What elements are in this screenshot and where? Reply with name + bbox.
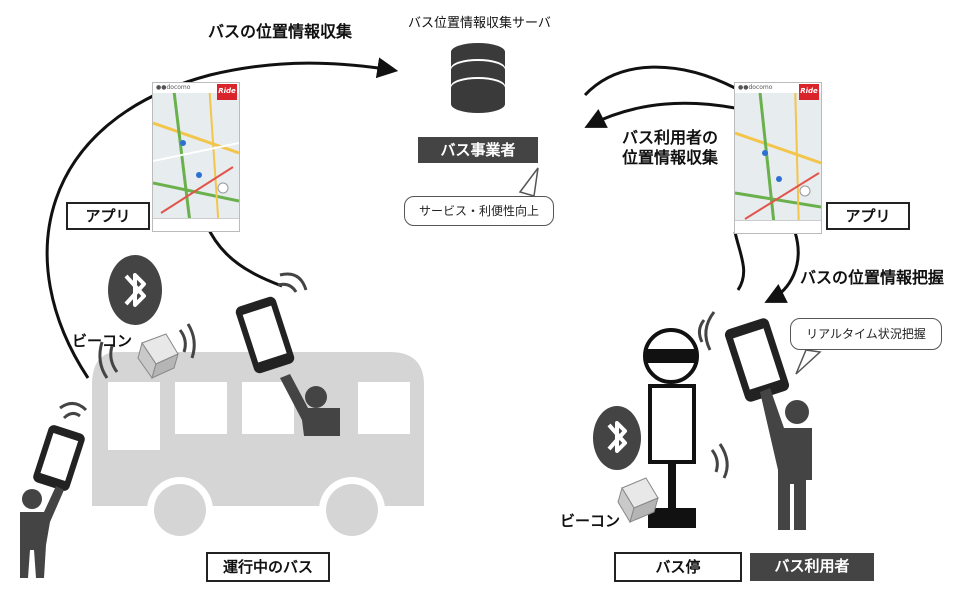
bus-stop-icon	[643, 328, 699, 528]
flow-label-user-collection-1: バス利用者の	[622, 128, 719, 147]
signal-waves-phone-bus	[277, 272, 308, 293]
status-bar-right: ●●docomo	[735, 83, 821, 93]
flow-label-bus-location-collection: バスの位置情報収集	[208, 22, 353, 41]
bluetooth-icon-stop	[593, 406, 641, 470]
app-label-left: アプリ	[66, 202, 150, 230]
signal-waves-phone-left	[59, 402, 88, 420]
arrow-right-app-down	[733, 231, 746, 291]
app-nav-left	[153, 218, 239, 231]
server-caption: バス位置情報収集サーバ	[408, 16, 551, 31]
arrow-right-app-to-server-top	[583, 65, 736, 97]
person-icon-left	[20, 486, 64, 578]
app-nav-right	[735, 220, 821, 233]
beacon-label-stop: ビーコン	[560, 512, 621, 530]
bubble-tail-service	[518, 167, 539, 197]
flow-label-user-collection-2: 位置情報収集	[622, 148, 719, 167]
app-logo-left: Ride	[217, 84, 237, 100]
beacon-device-bus	[137, 333, 179, 380]
person-icon-bus	[280, 374, 340, 436]
map-thumbnail-right	[735, 83, 821, 233]
smartphone-icon-left	[33, 425, 85, 491]
app-logo-right: Ride	[799, 84, 819, 100]
operator-label: バス事業者	[418, 137, 538, 163]
caption-bus-stop: バス停	[614, 552, 742, 582]
arrow-bus-to-server	[45, 57, 399, 379]
map-thumbnail-left	[153, 83, 239, 231]
beacon-label-bus: ビーコン	[72, 332, 133, 350]
bluetooth-icon-bus	[108, 255, 162, 325]
person-icon-right	[760, 388, 812, 530]
caption-bus-user: バス利用者	[750, 553, 874, 581]
app-screenshot-left: ●●docomo Ride	[152, 82, 240, 232]
signal-waves-stop	[697, 311, 729, 479]
bubble-service-improvement: サービス・利便性向上	[404, 196, 554, 226]
flow-label-bus-location-grasp: バスの位置情報把握	[800, 268, 945, 287]
database-icon	[451, 43, 505, 113]
caption-bus: 運行中のバス	[206, 552, 330, 582]
bubble-tail-realtime	[795, 349, 822, 375]
smartphone-icon-bus	[235, 296, 295, 374]
beacon-device-stop	[617, 477, 659, 524]
arrow-right-app-to-server	[584, 101, 736, 128]
smartphone-icon-right	[724, 318, 790, 402]
arrow-to-user-phone	[764, 231, 800, 303]
bubble-realtime-status: リアルタイム状況把握	[790, 318, 942, 350]
signal-waves-beacon-bus	[98, 323, 196, 379]
status-bar-left: ●●docomo	[153, 83, 239, 93]
app-label-right: アプリ	[826, 202, 910, 230]
app-screenshot-right: ●●docomo Ride	[734, 82, 822, 234]
bus-icon	[92, 352, 424, 543]
